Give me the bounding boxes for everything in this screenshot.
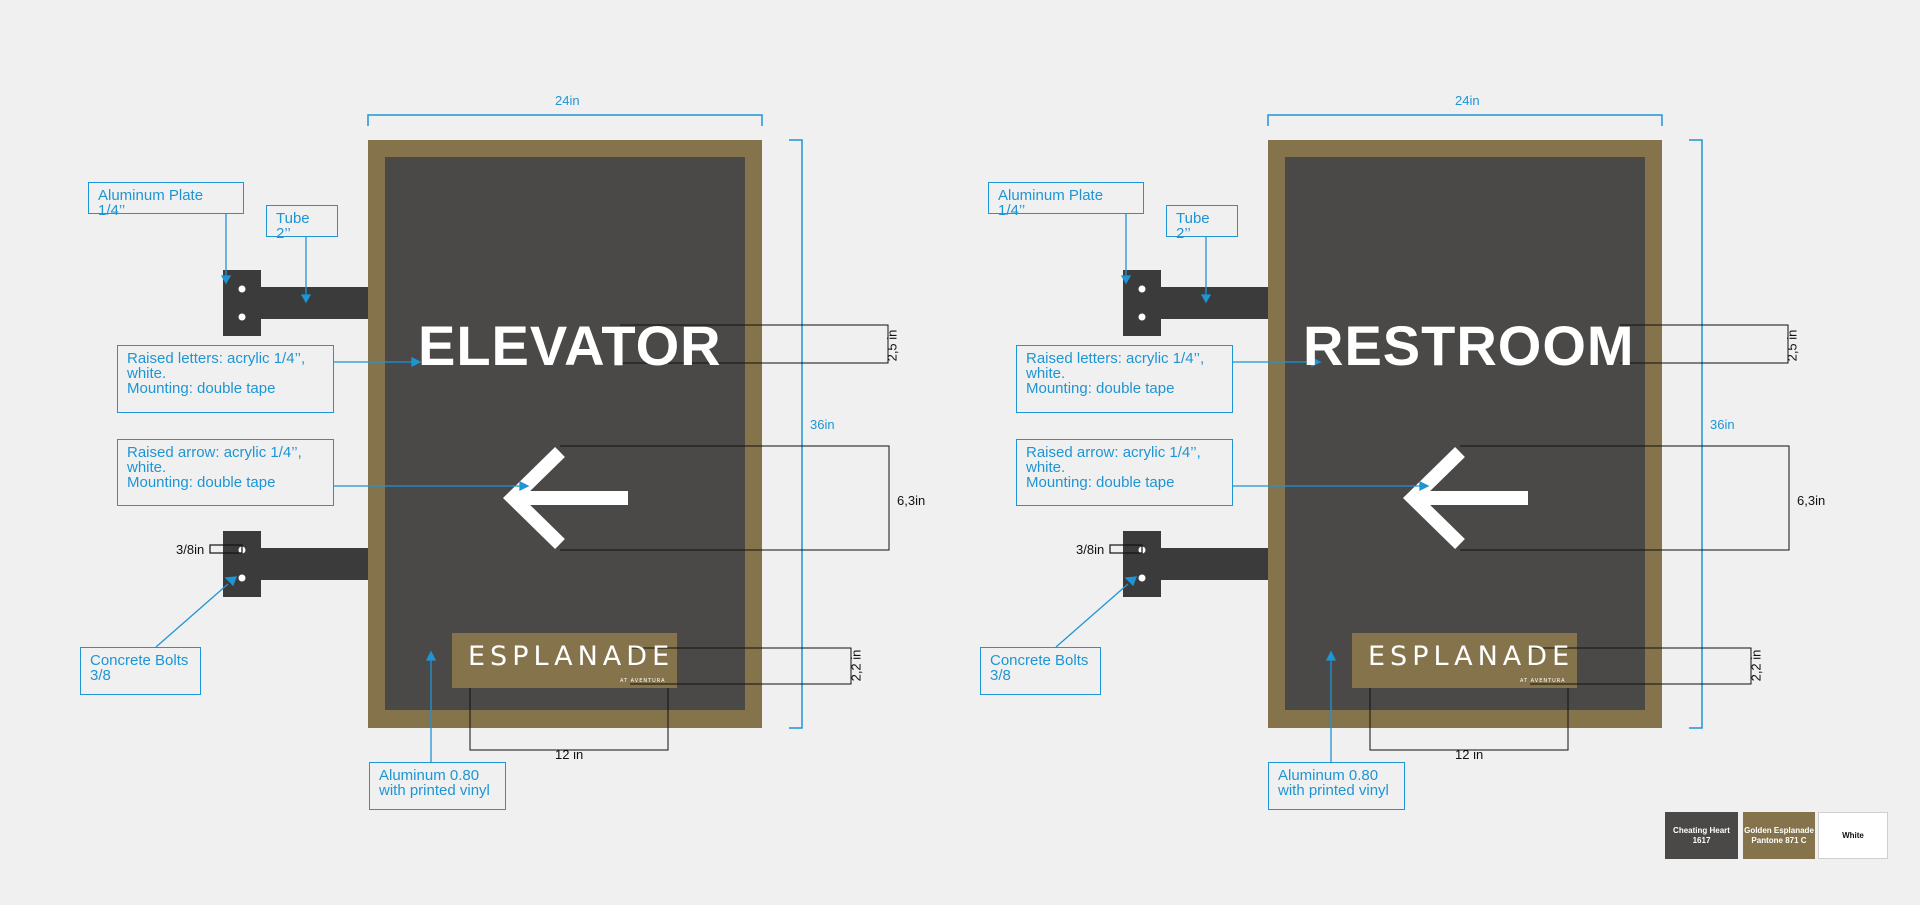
sign-1-arrow-dimension xyxy=(560,445,890,551)
swatch-label-white: White xyxy=(1842,830,1864,840)
sign-2-width-label: 24in xyxy=(1455,93,1480,108)
sign-2-plate-bottom xyxy=(1123,531,1161,597)
sign-1-callout-tube: Tube 2’’ xyxy=(266,205,338,241)
sign-1-callout-raised-arrow: Raised arrow: acrylic 1/4’’, white. Moun… xyxy=(117,439,334,506)
sign-2-logo-sub: AT AVENTURA xyxy=(1520,678,1566,684)
sign-2-callout-aluminum-panel: Aluminum 0.80 with printed vinyl xyxy=(1268,762,1405,810)
sign-2-bolt-2 xyxy=(1138,313,1146,321)
sign-1-face xyxy=(385,157,745,710)
swatch-cheating-heart: Cheating Heart 1617 xyxy=(1665,812,1738,859)
sign-2-callout-raised-letters: Raised letters: acrylic 1/4’’, white. Mo… xyxy=(1016,345,1233,413)
sign-2-logo-width-dimension xyxy=(1369,688,1569,751)
sign-2-letter-height-label: 2,5 in xyxy=(1784,329,1800,362)
sign-1-tube-bottom xyxy=(261,548,368,580)
sign-1-height-label: 36in xyxy=(810,417,835,432)
sign-1-callout-aluminum-plate: Aluminum Plate 1/4’’ xyxy=(88,182,244,218)
sign-1-bolt-1 xyxy=(238,285,246,293)
sign-1-logo-width-dimension xyxy=(469,688,669,751)
sign-1-callout-raised-letters: Raised letters: acrylic 1/4’’, white. Mo… xyxy=(117,345,334,413)
sign-2-callout-tube: Tube 2’’ xyxy=(1166,205,1238,241)
sign-2-arrow-dimension xyxy=(1460,445,1790,551)
sign-2-width-dimension xyxy=(1267,114,1663,126)
sign-1-bolt-size-label: 3/8in xyxy=(176,542,205,557)
sign-1-tube-top xyxy=(261,287,368,319)
sign-1-logo-name: ESPLANADE xyxy=(468,641,675,672)
sign-1-leaders xyxy=(155,212,530,764)
sign-1-logo-height-dimension xyxy=(630,647,852,685)
sign-1-width-dimension xyxy=(367,114,763,126)
sign-2-main-text: RESTROOM xyxy=(1303,314,1635,377)
swatch-golden-esplanade: Golden Esplanade Pantone 871 C xyxy=(1743,812,1815,859)
sign-1-bolt-size-marker xyxy=(209,544,243,554)
sign-2-leaders xyxy=(1055,212,1430,764)
sign-1-callout-concrete-bolts: Concrete Bolts 3/8 xyxy=(80,647,201,695)
sign-2-bolt-1 xyxy=(1138,285,1146,293)
sign-2-callout-concrete-bolts: Concrete Bolts 3/8 xyxy=(980,647,1101,695)
sign-1-arrow-height-label: 6,3in xyxy=(897,493,926,508)
sign-1-main-text: ELEVATOR xyxy=(418,314,722,377)
sign-2-logo-plate xyxy=(1352,633,1577,688)
sign-2-bolt-4 xyxy=(1138,574,1146,582)
sign-2-letter-dimension xyxy=(1620,324,1789,364)
sign-2-height-dimension xyxy=(1689,139,1703,729)
sign-2-tube-top xyxy=(1161,287,1268,319)
sign-2-logo-name: ESPLANADE xyxy=(1368,641,1575,672)
sign-2-logo-width-label: 12 in xyxy=(1455,747,1484,762)
sign-2-logo-height-dimension xyxy=(1530,647,1752,685)
sign-2-callout-aluminum-plate: Aluminum Plate 1/4’’ xyxy=(988,182,1144,218)
sign-1-logo-plate xyxy=(452,633,677,688)
sign-2-height-label: 36in xyxy=(1710,417,1735,432)
sign-1-logo-sub: AT AVENTURA xyxy=(620,678,666,684)
swatch-white: White xyxy=(1818,812,1888,859)
sign-1-height-dimension xyxy=(789,139,803,729)
sign-2-plate-top xyxy=(1123,270,1161,336)
sign-1-letter-dimension xyxy=(620,324,889,364)
sign-1-plate-top xyxy=(223,270,261,336)
sign-2-callout-raised-arrow: Raised arrow: acrylic 1/4’’, white. Moun… xyxy=(1016,439,1233,506)
sign-1-logo-width-label: 12 in xyxy=(555,747,584,762)
swatch-label-golden-esplanade: Golden Esplanade Pantone 871 C xyxy=(1744,825,1814,845)
sign-1-plate-bottom xyxy=(223,531,261,597)
sign-1-arrow-icon xyxy=(502,446,628,550)
sign-2-face xyxy=(1285,157,1645,710)
sign-2-tube-bottom xyxy=(1161,548,1268,580)
sign-2-logo-height-label: 2,2 in xyxy=(1748,649,1764,682)
swatch-label-cheating-heart: Cheating Heart 1617 xyxy=(1673,825,1730,845)
sign-1-bolt-4 xyxy=(238,574,246,582)
sign-1-bolt-2 xyxy=(238,313,246,321)
sign-2-arrow-icon xyxy=(1402,446,1528,550)
sign-2-arrow-height-label: 6,3in xyxy=(1797,493,1826,508)
sign-1-callout-aluminum-panel: Aluminum 0.80 with printed vinyl xyxy=(369,762,506,810)
sign-1-width-label: 24in xyxy=(555,93,580,108)
sign-2-bolt-size-marker xyxy=(1109,544,1143,554)
sign-2-bolt-size-label: 3/8in xyxy=(1076,542,1105,557)
